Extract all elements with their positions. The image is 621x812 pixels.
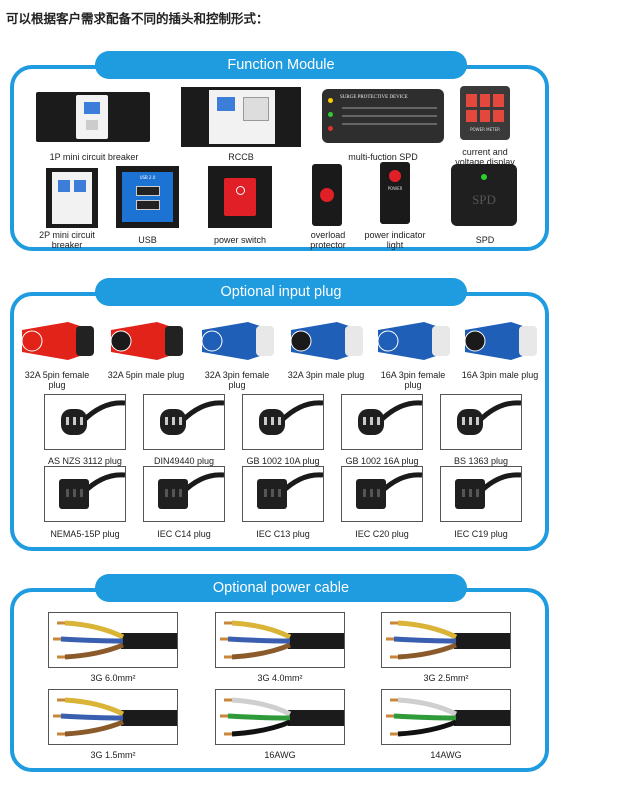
industrial-plug-label: 32A 5pin male plug: [107, 370, 185, 380]
spd-box-text: SPD: [472, 192, 496, 207]
industrial-plug-image: [14, 312, 100, 370]
plug-label: DIN49440 plug: [153, 456, 215, 466]
mcb-2p-label: 2P mini circuit breaker: [39, 230, 95, 250]
cable-image: [381, 689, 511, 745]
mcb-2p-image: [46, 168, 98, 228]
industrial-plug-image: [103, 312, 189, 370]
plug-image: [440, 466, 522, 522]
rccb-image: [181, 87, 301, 147]
plug-label: IEC C13 plug: [256, 529, 310, 539]
plug-image: [143, 466, 225, 522]
function-module-title: Function Module: [95, 51, 467, 79]
power-switch-image: [208, 166, 272, 228]
cable-image: [48, 689, 178, 745]
usb-image: USB 2.0: [116, 166, 179, 228]
usb-module-text: USB 2.0: [139, 175, 156, 180]
power-switch-label: power switch: [213, 235, 267, 245]
plug-image: [242, 394, 324, 450]
plug-label: GB 1002 16A plug: [345, 456, 419, 466]
industrial-plug-label: 32A 5pin female plug: [24, 370, 90, 390]
cable-label: 3G 4.0mm²: [257, 673, 303, 683]
cable-label: 16AWG: [264, 750, 296, 760]
cable-image: [215, 689, 345, 745]
plug-label: IEC C14 plug: [157, 529, 211, 539]
power-meter-label: current and voltage display: [455, 147, 515, 167]
mcb-1p-image: [36, 92, 150, 142]
cable-label: 3G 1.5mm²: [90, 750, 136, 760]
usb-label: USB: [138, 235, 157, 245]
plug-image: [143, 394, 225, 450]
industrial-plug-image: [457, 312, 543, 370]
industrial-plug-image: [283, 312, 369, 370]
industrial-plug-image: [370, 312, 456, 370]
power-indicator-text: POWER: [387, 186, 403, 191]
power-meter-image: POWER METER: [460, 86, 510, 140]
plug-image: [44, 394, 126, 450]
cable-image: [215, 612, 345, 668]
industrial-plug-label: 16A 3pin male plug: [461, 370, 539, 380]
plug-label: NEMA5-15P plug: [50, 529, 120, 539]
plug-label: BS 1363 plug: [453, 456, 509, 466]
cable-label: 3G 2.5mm²: [423, 673, 469, 683]
plug-image: [341, 466, 423, 522]
plug-image: [242, 466, 324, 522]
industrial-plug-label: 32A 3pin female plug: [204, 370, 270, 390]
plug-label: AS NZS 3112 plug: [48, 456, 122, 466]
industrial-plug-label: 16A 3pin female plug: [380, 370, 446, 390]
plug-image: [44, 466, 126, 522]
multi-spd-label: multi-fuction SPD: [348, 152, 418, 162]
meter-text: POWER METER: [470, 127, 500, 132]
multi-spd-image: SURGE PROTECTIVE DEVICE: [322, 89, 444, 143]
industrial-plug-image: [194, 312, 280, 370]
cable-image: [381, 612, 511, 668]
plug-image: [440, 394, 522, 450]
spd-image: SPD: [451, 164, 517, 226]
spd-label: SPD: [475, 235, 495, 245]
industrial-plug-label: 32A 3pin male plug: [287, 370, 365, 380]
plug-image: [341, 394, 423, 450]
cable-label: 3G 6.0mm²: [90, 673, 136, 683]
page-heading: 可以根据客户需求配备不同的插头和控制形式：: [6, 11, 269, 26]
plug-label: IEC C20 plug: [355, 529, 409, 539]
plug-label: IEC C19 plug: [454, 529, 508, 539]
overload-protector-image: [312, 164, 342, 226]
spd-device-text: SURGE PROTECTIVE DEVICE: [340, 95, 408, 100]
mcb-1p-label: 1P mini circuit breaker: [49, 152, 139, 162]
cable-image: [48, 612, 178, 668]
power-indicator-image: POWER: [380, 162, 410, 224]
cable-label: 14AWG: [430, 750, 462, 760]
input-plug-title: Optional input plug: [95, 278, 467, 306]
power-indicator-label: power indicator light: [364, 230, 426, 250]
rccb-label: RCCB: [228, 152, 254, 162]
overload-protector-label: overload protector: [310, 230, 346, 250]
plug-label: GB 1002 10A plug: [246, 456, 320, 466]
power-cable-title: Optional power cable: [95, 574, 467, 602]
